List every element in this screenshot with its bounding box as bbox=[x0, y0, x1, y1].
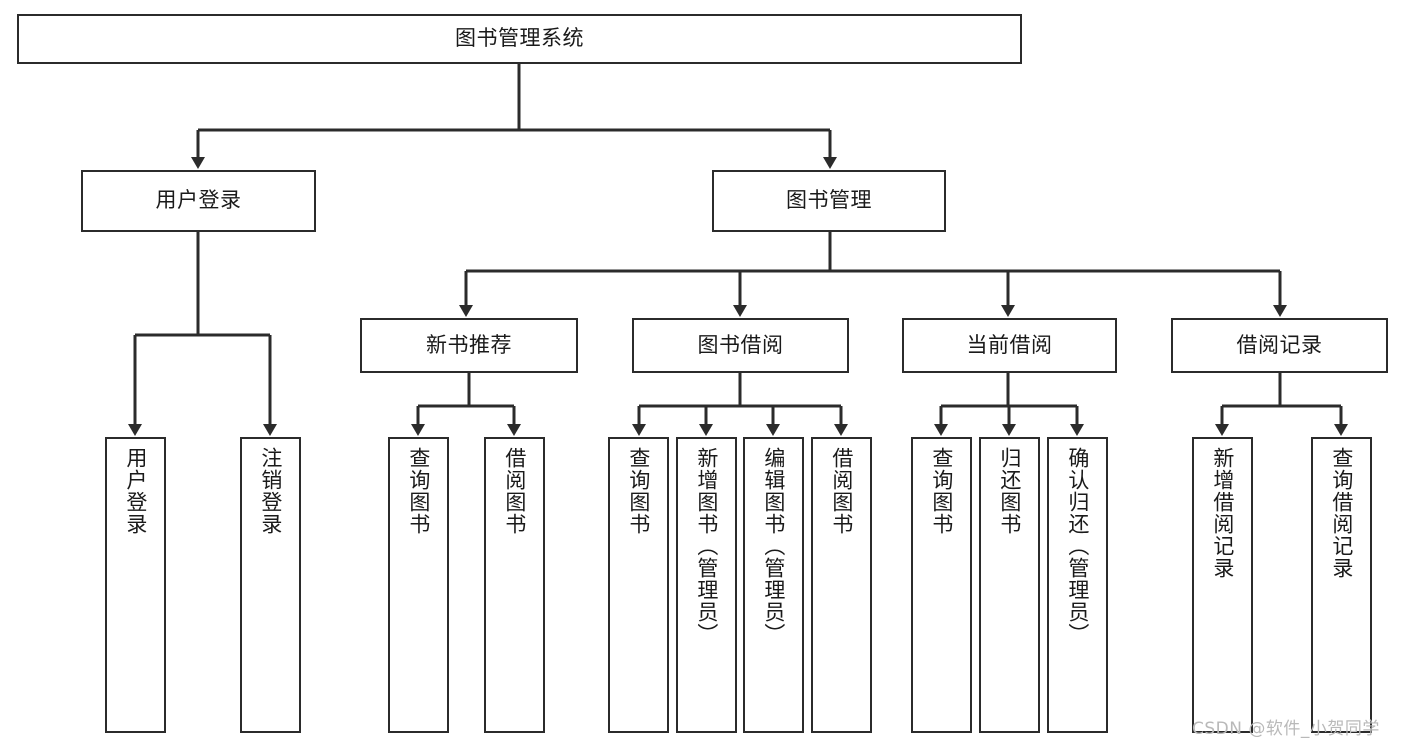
node-label: 查询图书 bbox=[929, 447, 954, 535]
leaf-records-query-record[interactable]: 查询借阅记录 bbox=[1311, 437, 1372, 733]
node-label: 借阅图书 bbox=[829, 447, 854, 535]
node-label: 查询借阅记录 bbox=[1329, 447, 1354, 579]
leaf-current-confirm-return-admin[interactable]: 确认归还（管理员） bbox=[1047, 437, 1108, 733]
leaf-borrow-lend-books[interactable]: 借阅图书 bbox=[811, 437, 872, 733]
node-label: 归还图书 bbox=[997, 447, 1022, 535]
node-root-system[interactable]: 图书管理系统 bbox=[17, 14, 1022, 64]
node-label: 图书管理 bbox=[786, 188, 872, 213]
node-label: 当前借阅 bbox=[966, 332, 1053, 357]
node-current-borrow[interactable]: 当前借阅 bbox=[902, 318, 1117, 373]
node-label: 借阅记录 bbox=[1236, 332, 1323, 357]
node-book-management[interactable]: 图书管理 bbox=[712, 170, 946, 232]
node-label: 编辑图书（管理员） bbox=[761, 447, 786, 645]
node-label: 确认归还（管理员） bbox=[1065, 447, 1090, 645]
node-label: 用户登录 bbox=[155, 188, 242, 213]
leaf-borrow-edit-book-admin[interactable]: 编辑图书（管理员） bbox=[743, 437, 804, 733]
leaf-borrow-query-books[interactable]: 查询图书 bbox=[608, 437, 669, 733]
node-label: 查询图书 bbox=[406, 447, 431, 535]
node-label: 新增图书（管理员） bbox=[694, 447, 719, 645]
leaf-current-query-books[interactable]: 查询图书 bbox=[911, 437, 972, 733]
leaf-user-login[interactable]: 用户登录 bbox=[105, 437, 166, 733]
node-label: 图书借阅 bbox=[697, 332, 784, 357]
leaf-user-logout[interactable]: 注销登录 bbox=[240, 437, 301, 733]
leaf-current-return-books[interactable]: 归还图书 bbox=[979, 437, 1040, 733]
node-borrow-records[interactable]: 借阅记录 bbox=[1171, 318, 1388, 373]
leaf-newbook-query-books[interactable]: 查询图书 bbox=[388, 437, 449, 733]
node-book-borrow[interactable]: 图书借阅 bbox=[632, 318, 849, 373]
leaf-newbook-borrow-books[interactable]: 借阅图书 bbox=[484, 437, 545, 733]
node-label: 注销登录 bbox=[258, 447, 283, 535]
node-label: 新增借阅记录 bbox=[1210, 447, 1235, 579]
leaf-records-add-record[interactable]: 新增借阅记录 bbox=[1192, 437, 1253, 733]
node-label: 借阅图书 bbox=[502, 447, 527, 535]
node-label: 图书管理系统 bbox=[455, 26, 584, 51]
node-label: 用户登录 bbox=[123, 447, 148, 535]
node-label: 查询图书 bbox=[626, 447, 651, 535]
node-user-login[interactable]: 用户登录 bbox=[81, 170, 316, 232]
node-label: 新书推荐 bbox=[426, 332, 512, 357]
leaf-borrow-add-book-admin[interactable]: 新增图书（管理员） bbox=[676, 437, 737, 733]
node-new-book-recommend[interactable]: 新书推荐 bbox=[360, 318, 578, 373]
